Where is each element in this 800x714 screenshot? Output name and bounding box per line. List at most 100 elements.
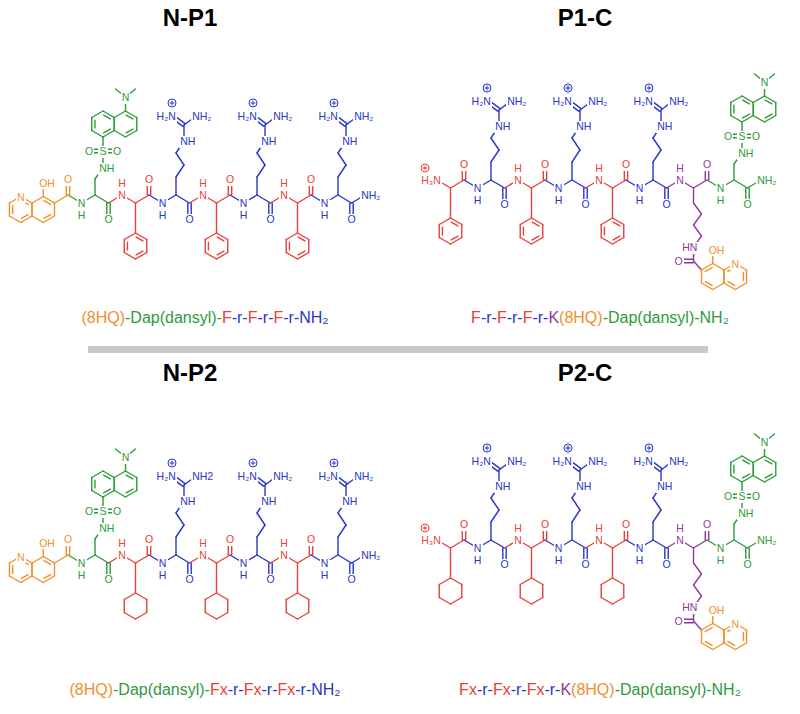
bond-line (104, 115, 111, 119)
bond-line (765, 114, 772, 118)
sequence-part: -Dap(dansyl)- (113, 681, 210, 698)
bond-line (216, 219, 217, 233)
atom-label: HN (513, 163, 523, 186)
bond-line (54, 203, 55, 216)
bond-line (136, 593, 147, 600)
sequence-part: -r- (511, 681, 527, 698)
atom-label: HN (279, 538, 289, 561)
bond-line (21, 576, 32, 583)
atom-label: N (730, 619, 740, 631)
bond-line (126, 475, 133, 479)
bond-line (705, 268, 712, 272)
atom-label: N (730, 259, 740, 271)
bond-line (31, 203, 32, 216)
charge-symbol (249, 99, 257, 107)
bond-line (601, 238, 612, 245)
bond-line (439, 218, 450, 225)
atom-label: O (742, 199, 752, 211)
bond-line (175, 177, 176, 195)
bond-line (337, 177, 338, 195)
bond-line (542, 585, 543, 598)
bond-line (451, 598, 462, 605)
bond-line (136, 555, 150, 563)
bond-line (114, 491, 125, 498)
bond-line (43, 197, 54, 204)
atom-label: O (742, 559, 752, 571)
atom-label: O (702, 159, 712, 171)
bond-line (713, 624, 724, 631)
charge-symbol (421, 524, 429, 532)
bond-line (257, 513, 265, 525)
bond-line (491, 150, 499, 162)
panel-title: N-P1 (163, 4, 218, 32)
atom-label: NH (635, 183, 645, 206)
atom-label: O (751, 131, 761, 143)
bond-line (286, 233, 297, 240)
bond-line (653, 150, 661, 162)
atom-label: O (673, 256, 683, 268)
sequence-part: (8HQ) (81, 309, 125, 326)
charge-circle (330, 99, 338, 107)
bond-line (124, 600, 125, 613)
atom-label: O (580, 199, 590, 211)
atom-label: NH₂ (191, 111, 212, 123)
bond-line (733, 524, 734, 540)
atom-label: O (459, 519, 469, 531)
panel-title: P2-C (558, 359, 613, 387)
charge-circle (168, 99, 176, 107)
atom-label: H₃N (420, 535, 441, 547)
bond-line (256, 537, 257, 555)
atom-label: O (346, 574, 356, 586)
atom-label: O (673, 616, 683, 628)
bond-line (613, 598, 624, 605)
sequence-part: Fx (493, 681, 511, 698)
bond-line (439, 238, 450, 245)
charge-circle (483, 444, 491, 452)
bond-line (713, 264, 724, 271)
bond-line (114, 478, 115, 491)
bond-line (124, 240, 125, 253)
bond-line (451, 222, 458, 226)
sequence-part: -r- (261, 681, 277, 698)
atom-label: O (306, 534, 316, 546)
bond-line (601, 598, 612, 605)
sequence-part: -r-NH₂ (295, 681, 340, 698)
charge-plus (170, 101, 175, 106)
atom-label: NH (737, 148, 754, 160)
sequence-part: -Dap(dansyl)- (125, 309, 222, 326)
charge-plus (647, 86, 652, 91)
bond-line (208, 242, 209, 250)
bond-line (338, 165, 346, 177)
atom-label: HN (279, 178, 289, 201)
atom-label: OH (38, 538, 56, 550)
atom-label: S (737, 491, 746, 503)
bond-line (176, 525, 184, 537)
bond-line (733, 105, 734, 113)
bond-line (44, 201, 51, 205)
atom-label: NH (575, 481, 592, 493)
sequence-part: F (471, 309, 481, 326)
charge-symbol (483, 444, 491, 452)
bond-line (701, 270, 702, 283)
sequence-part: -r-NH₂ (283, 309, 328, 326)
bond-line (723, 270, 724, 283)
atom-label: O (621, 159, 631, 171)
sequence-part: -r- (544, 681, 560, 698)
bond-line (491, 180, 505, 188)
atom-label: O (112, 146, 122, 158)
bond-line (765, 96, 776, 103)
sequence-part: Fx (210, 681, 228, 698)
bond-line (217, 237, 224, 241)
atom-label: NH (98, 523, 115, 535)
bond-line (337, 537, 338, 555)
bond-line (743, 273, 744, 281)
bond-line (601, 218, 612, 225)
bond-line (743, 100, 750, 104)
bond-line (94, 179, 95, 195)
bond-line (520, 578, 531, 585)
charge-circle (249, 459, 257, 467)
bond-line (104, 475, 111, 479)
bond-line (227, 600, 228, 613)
charge-symbol (330, 459, 338, 467)
bond-line (91, 478, 92, 491)
